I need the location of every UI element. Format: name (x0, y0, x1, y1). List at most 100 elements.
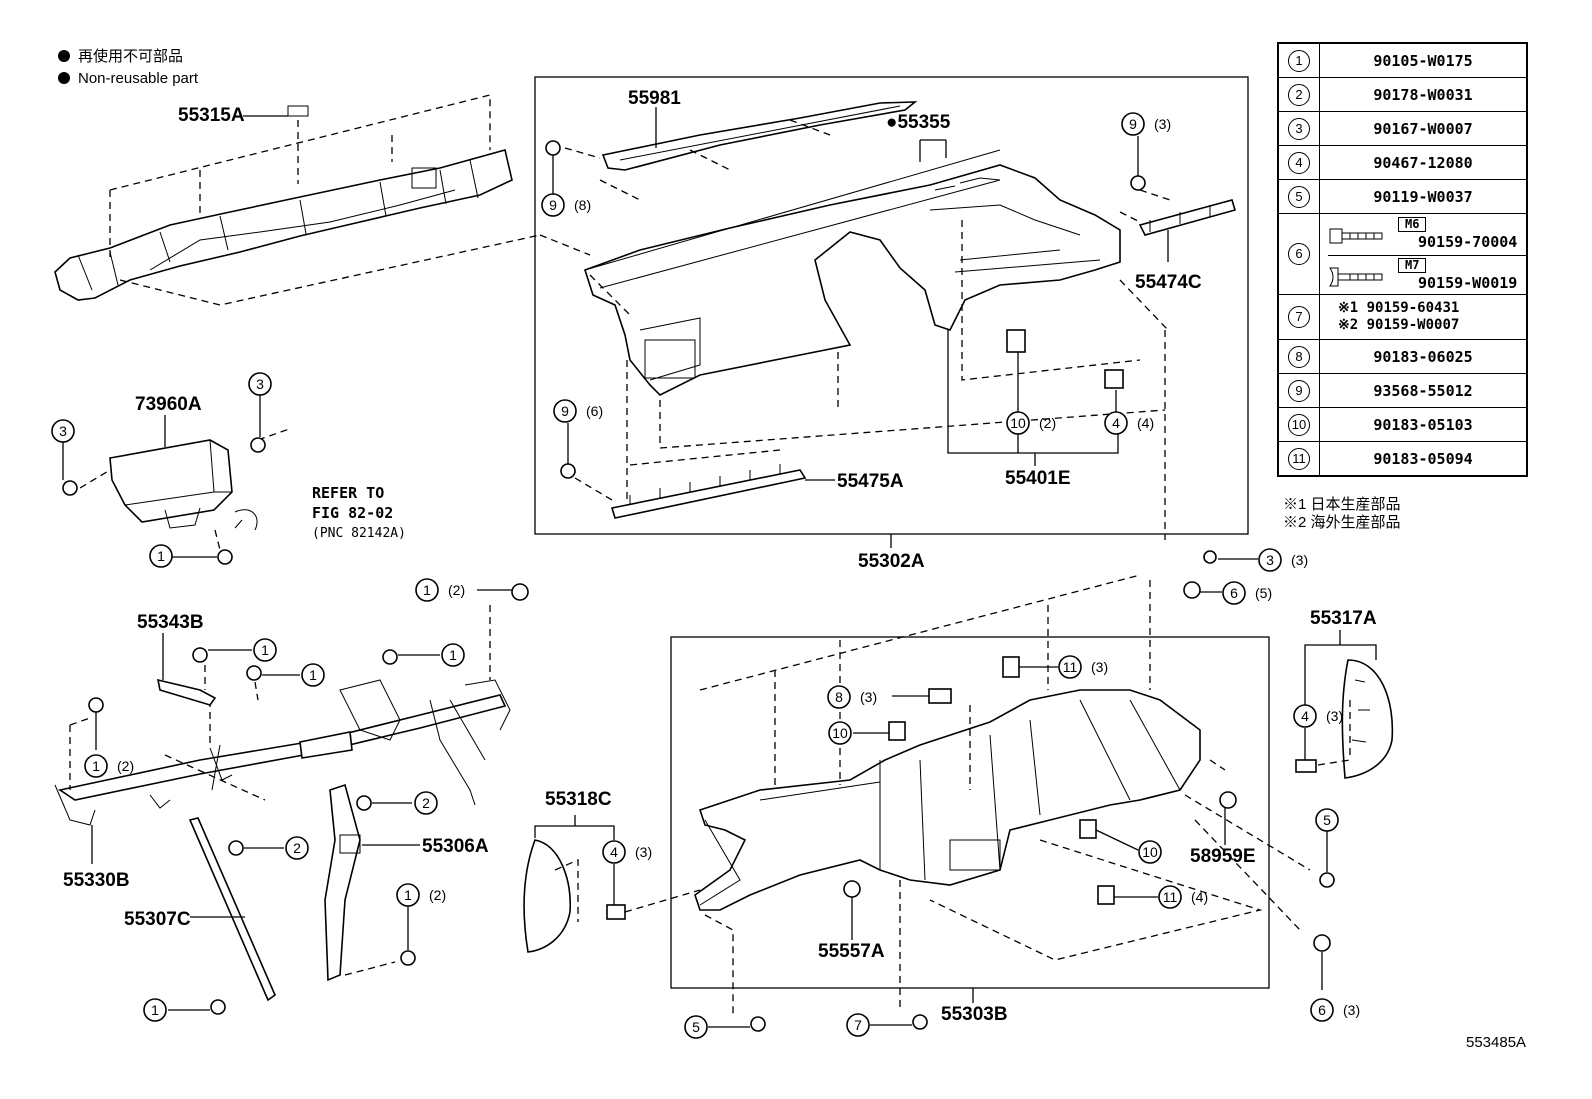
row-key: 2 (1288, 83, 1310, 106)
callout-6: 6 (1222, 581, 1246, 605)
label-55318C: 55318C (545, 789, 612, 810)
svg-text:3: 3 (59, 423, 67, 439)
label-55303B: 55303B (941, 1004, 1008, 1025)
callout-10: 10 (828, 721, 852, 745)
note-domestic: ※1 日本生産部品 (1283, 496, 1401, 513)
legend-item-en: Non-reusable part (58, 68, 198, 90)
bolt-icon (545, 140, 1217, 599)
bolt-size-label: M6 (1398, 216, 1427, 232)
vent-outline-left (644, 339, 696, 379)
row-key: 10 (1288, 413, 1310, 436)
table-row: 1 90105-W0175 (1277, 42, 1528, 78)
callout-5: 5 (1315, 808, 1339, 832)
qty-label: (3) (1326, 708, 1343, 724)
refer-note: REFER TO FIG 82-02 (PNC 82142A) (312, 484, 406, 541)
callout-1: 1 (84, 754, 108, 778)
bolt-icon (1329, 228, 1383, 243)
row-key: 6 (1288, 243, 1310, 265)
callout-2: 2 (285, 836, 309, 860)
row-key: 3 (1288, 117, 1310, 140)
legend-item-jp: 再使用不可部品 (58, 46, 198, 68)
clip-icon (1295, 759, 1317, 773)
table-row: 4 90467-12080 (1277, 145, 1528, 180)
row-key: 1 (1288, 49, 1310, 72)
label-55306A: 55306A (422, 836, 489, 857)
table-row: 2 90178-W0031 (1277, 77, 1528, 112)
qty-label: (6) (586, 403, 603, 419)
svg-text:6: 6 (1230, 585, 1238, 601)
table-row: 9 93568-55012 (1277, 373, 1528, 408)
svg-text:3: 3 (256, 376, 264, 392)
bolt-icon (750, 872, 1335, 1032)
center-duct-outline (949, 839, 1001, 871)
row-value: ※2 90159-W0007 (1338, 317, 1460, 333)
qty-label: (4) (1137, 415, 1154, 431)
svg-text:4: 4 (610, 844, 618, 860)
qty-label: (3) (860, 689, 877, 705)
svg-text:5: 5 (1323, 812, 1331, 828)
bolt-icon (1329, 267, 1383, 286)
table-row: 5 90119-W0037 (1277, 179, 1528, 214)
label-55330B: 55330B (63, 870, 130, 891)
svg-text:9: 9 (561, 403, 569, 419)
svg-text:1: 1 (423, 582, 431, 598)
row-value: 90159-W0019 (1418, 273, 1518, 292)
callout-3: 3 (51, 419, 75, 443)
callout-8: 8 (827, 685, 851, 709)
svg-text:2: 2 (293, 840, 301, 856)
qty-label: (3) (635, 844, 652, 860)
svg-text:4: 4 (1112, 415, 1120, 431)
part-55475A-bracket (610, 464, 807, 519)
callout-9: 9 (553, 399, 577, 423)
part-55303B-lower-panel (694, 689, 1201, 911)
refer-line-3: (PNC 82142A) (312, 526, 406, 541)
qty-label: (2) (429, 887, 446, 903)
svg-text:11: 11 (1163, 889, 1178, 905)
part-55315A-clip (287, 105, 309, 117)
svg-text:10: 10 (832, 725, 848, 741)
refer-line-2: FIG 82-02 (312, 504, 393, 522)
svg-text:1: 1 (404, 887, 412, 903)
svg-text:5: 5 (692, 1019, 700, 1035)
svg-text:1: 1 (261, 642, 269, 658)
part-55981-strip (601, 101, 918, 171)
row-key: 5 (1288, 185, 1310, 208)
callout-4: 4 (1104, 411, 1128, 435)
callout-1: 1 (149, 544, 173, 568)
bolt-size-label: M7 (1398, 257, 1427, 273)
clip-icon (606, 904, 626, 920)
row-key: 9 (1288, 379, 1310, 402)
label-55302A: 55302A (858, 551, 925, 572)
svg-text:2: 2 (422, 795, 430, 811)
part-55330B-reinforcement (54, 679, 511, 826)
part-73960A-airbag (109, 439, 258, 531)
svg-text:11: 11 (1063, 659, 1078, 675)
callout-9: 9 (1121, 112, 1145, 136)
row-value: 90105-W0175 (1319, 42, 1528, 78)
svg-text:1: 1 (151, 1002, 159, 1018)
part-55343B-bracket (156, 678, 217, 706)
part-55557A-clip (843, 880, 861, 898)
callout-11: 11 (1158, 885, 1182, 909)
callout-3: 3 (1258, 548, 1282, 572)
svg-text:6: 6 (1318, 1002, 1326, 1018)
label-55317A: 55317A (1310, 608, 1377, 629)
table-row: 8 90183-06025 (1277, 339, 1528, 374)
label-55474C: 55474C (1135, 272, 1202, 293)
callout-9: 9 (541, 193, 565, 217)
table-row: 11 90183-05094 (1277, 441, 1528, 477)
table-row: 10 90183-05103 (1277, 407, 1528, 442)
row-key: 11 (1288, 447, 1310, 470)
svg-text:1: 1 (449, 647, 457, 663)
bolt-variant-m7: M7 90159-W0019 (1328, 256, 1526, 294)
row-value: 90167-W0007 (1319, 111, 1528, 146)
label-55307C: 55307C (124, 909, 191, 930)
part-55302A-instrument-panel (584, 149, 1121, 396)
qty-label: (4) (1191, 889, 1208, 905)
row-value: 90183-06025 (1319, 339, 1528, 374)
svg-text:1: 1 (157, 548, 165, 564)
table-row: 3 90167-W0007 (1277, 111, 1528, 146)
qty-label: (5) (1255, 585, 1272, 601)
row-value: 90183-05094 (1319, 441, 1528, 477)
